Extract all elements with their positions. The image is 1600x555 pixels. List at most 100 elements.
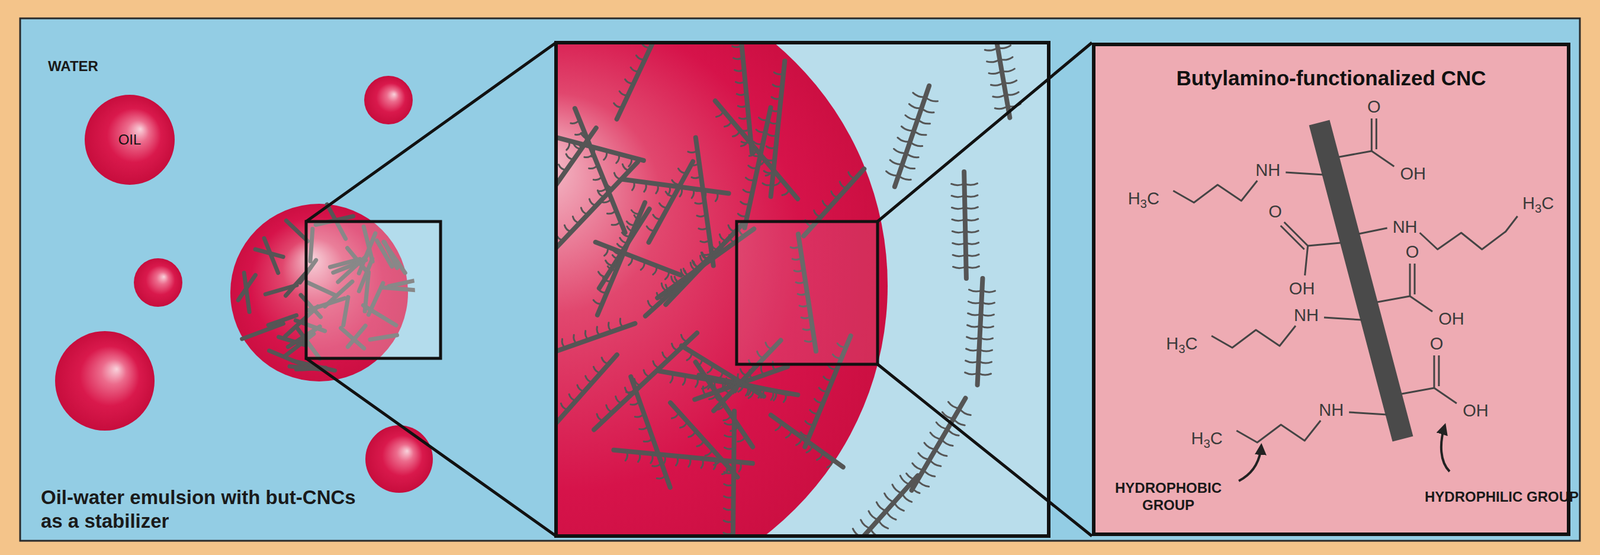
butyl-chain: [585, 376, 593, 383]
butyl-chain: [646, 226, 655, 231]
butyl-chain: [695, 377, 698, 387]
cnc-rod: [574, 108, 626, 233]
butyl-chain: [762, 182, 773, 185]
butyl-chain: [964, 195, 978, 198]
butyl-chain: [925, 97, 938, 102]
butyl-chain: [696, 214, 707, 217]
butyl-chain: [709, 377, 713, 388]
bond: [1409, 296, 1433, 312]
group-label: HYDROPHOBIC GROUP: [1091, 479, 1246, 514]
bond: [1236, 420, 1321, 443]
butyl-chain: [773, 390, 777, 401]
butyl-chain: [968, 313, 982, 316]
butyl-chain: [770, 109, 780, 112]
butyl-chain: [667, 185, 671, 195]
butyl-chain: [735, 81, 745, 83]
butyl-chain: [775, 422, 782, 430]
butyl-chain: [632, 180, 635, 191]
chem-group: O: [1430, 333, 1444, 354]
butyl-chain: [680, 334, 688, 342]
butyl-chain: [993, 94, 1007, 98]
butyl-chain: [951, 195, 965, 198]
butyl-chain: [740, 201, 751, 205]
butyl-chain: [739, 116, 749, 119]
butyl-chain: [621, 232, 631, 237]
butyl-chain: [624, 387, 632, 395]
butyl-chain: [917, 479, 930, 487]
butyl-chain: [699, 255, 706, 264]
butyl-chain: [923, 469, 936, 477]
butyl-chain: [647, 450, 657, 455]
butyl-chain: [608, 322, 613, 332]
butyl-chain: [696, 358, 702, 367]
butyl-chain: [602, 277, 612, 282]
butyl-chain: [724, 120, 732, 127]
butyl-chain: [702, 386, 707, 395]
butyl-chain: [905, 152, 919, 157]
butyl-chain: [967, 325, 981, 327]
butyl-chain: [738, 383, 744, 393]
butyl-chain: [736, 92, 747, 95]
butyl-chain: [941, 438, 953, 446]
butyl-chain: [593, 366, 601, 374]
butyl-chain: [951, 207, 965, 210]
butyl-chain: [715, 191, 718, 202]
butyl-chain: [952, 219, 966, 221]
butyl-chain: [625, 79, 634, 84]
butyl-chain: [831, 191, 839, 198]
butyl-chain: [805, 421, 815, 425]
butyl-chain: [717, 370, 723, 379]
butyl-chain: [680, 269, 687, 278]
butyl-chain: [605, 260, 615, 266]
butyl-chain: [964, 207, 978, 210]
butyl-chain: [661, 283, 667, 291]
butyl-chain: [721, 467, 729, 475]
butyl-chain: [596, 326, 601, 336]
chem-group: NH: [1255, 160, 1281, 181]
butyl-chain: [743, 189, 753, 192]
caption: Oil-water emulsion with but-CNCs as a st…: [40, 485, 364, 533]
cnc-rod: [630, 376, 670, 488]
butyl-chain: [678, 168, 687, 174]
butyl-chain: [603, 150, 607, 160]
butyl-chain: [611, 221, 621, 226]
butyl-chain: [616, 153, 620, 163]
chem-group: H3C: [1128, 188, 1160, 209]
butyl-chain: [643, 370, 651, 378]
cnc-rod: [243, 272, 250, 313]
butyl-chain: [619, 91, 628, 96]
bond: [1375, 118, 1378, 150]
butyl-chain: [672, 180, 681, 185]
butyl-chain: [912, 463, 924, 470]
bond: [1338, 150, 1372, 157]
butyl-chain: [979, 349, 993, 352]
butyl-chain: [997, 45, 1011, 49]
butyl-chain: [709, 248, 716, 257]
butyl-chain: [900, 475, 910, 485]
cnc-rod: [894, 85, 930, 187]
bond: [1358, 227, 1388, 234]
butyl-chain: [643, 438, 653, 442]
bond: [1437, 355, 1440, 387]
butyl-chain: [753, 141, 764, 144]
butyl-chain: [935, 449, 947, 456]
butyl-chain: [607, 266, 617, 271]
butyl-chain: [580, 133, 589, 139]
butyl-chain: [908, 104, 922, 109]
butyl-chain: [598, 187, 607, 191]
butyl-chain: [748, 389, 754, 398]
butyl-chain: [748, 165, 758, 169]
butyl-chain: [828, 365, 838, 369]
butyl-chain: [628, 256, 633, 266]
butyl-chain: [898, 175, 911, 180]
butyl-chain: [839, 181, 847, 189]
region-label: WATER: [47, 58, 99, 75]
butyl-chain: [951, 183, 965, 186]
butyl-chain: [968, 301, 982, 304]
butyl-chain: [606, 405, 613, 413]
butyl-chain: [675, 455, 678, 466]
butyl-chain: [695, 201, 705, 204]
butyl-chain: [598, 271, 607, 278]
butyl-chain: [734, 69, 745, 72]
group-label: HYDROPHILIC GROUP: [1424, 488, 1579, 506]
